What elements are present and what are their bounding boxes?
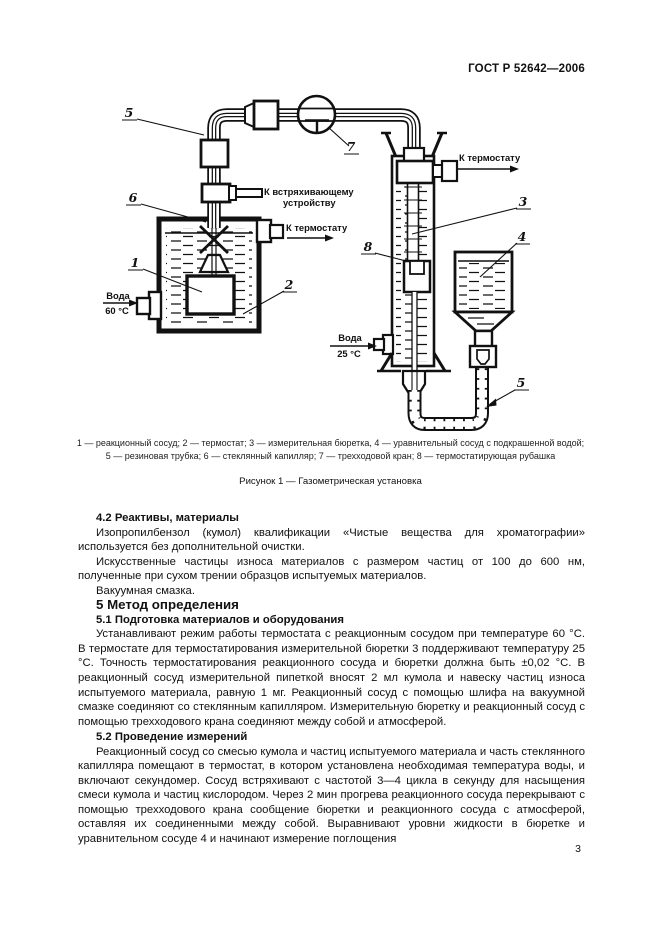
- figure-caption-line1: 1 — реакционный сосуд; 2 — термостат; 3 …: [76, 438, 585, 448]
- figure-diagram: 5 6 7 1 2 3 8 4 5 Вода 60 °С К встряхива…: [0, 0, 661, 434]
- paragraph-5-1-1: Устанавливают режим работы термостата с …: [78, 628, 585, 728]
- to-shaker-line2: устройству: [283, 197, 336, 208]
- rubber-tube-joint: [199, 138, 230, 169]
- figure-caption: 1 — реакционный сосуд; 2 — термостат; 3 …: [30, 437, 631, 462]
- water-25-label: Вода: [338, 332, 362, 343]
- heading-5-1: 5.1 Подготовка материалов и оборудования: [96, 613, 344, 626]
- paragraph-4-2-3: Вакуумная смазка.: [96, 584, 195, 597]
- callout-5b-arrowhead: [486, 398, 497, 407]
- water-60-label: Вода: [106, 290, 130, 301]
- document-body: 4.2 Реактивы, материалы Изопропилбензол …: [78, 511, 585, 847]
- heading-5: 5 Метод определения: [96, 597, 239, 613]
- callout-5a: 5: [125, 105, 134, 120]
- callout-lines: [122, 118, 531, 405]
- water-60-temp: 60 °С: [105, 305, 129, 316]
- heading-5-2: 5.2 Проведение измерений: [96, 731, 248, 744]
- callout-3: 3: [519, 194, 528, 209]
- to-thermostat-jacket-label: К термостату: [459, 152, 521, 163]
- doc-code: ГОСТ Р 52642—2006: [468, 63, 585, 75]
- water-25-temp: 25 °С: [337, 348, 361, 359]
- callout-4: 4: [518, 229, 527, 244]
- figure-caption-line2: 5 — резиновая трубка; 6 — стеклянный кап…: [105, 450, 556, 461]
- figure-title: Рисунок 1 — Газометрическая установка: [239, 476, 422, 487]
- annotation-water-60: Вода 60 °С: [103, 290, 138, 316]
- annotation-to-thermostat-jacket: К термостату: [458, 152, 521, 173]
- glass-joint: [244, 99, 280, 131]
- callout-6: 6: [129, 190, 138, 205]
- heading-4-2: 4.2 Реактивы, материалы: [96, 512, 239, 524]
- annotation-to-thermostat-bath: К термостату: [286, 222, 348, 242]
- rubber-u-tube: [407, 344, 498, 431]
- measuring-burette: [395, 146, 459, 396]
- leveling-vessel: [451, 250, 516, 349]
- page-number: 3: [575, 843, 581, 855]
- callout-5b: 5: [517, 375, 526, 390]
- reaction-vessel: [185, 224, 236, 316]
- callout-1: 1: [131, 255, 140, 270]
- callout-2: 2: [284, 277, 294, 292]
- callout-7: 7: [347, 139, 356, 154]
- annotation-water-25: Вода 25 °С: [330, 332, 377, 359]
- paragraph-4-2-2: Искусственные частицы износа материалов …: [78, 555, 585, 583]
- capillary-holder: [200, 182, 263, 204]
- to-shaker-line1: К встряхивающему: [264, 186, 354, 197]
- to-thermostat-bath-label: К термостату: [286, 222, 348, 233]
- paragraph-5-2-1: Реакционный сосуд со смесью кумола и час…: [78, 745, 585, 846]
- annotation-to-shaker: К встряхивающему устройству: [264, 186, 354, 208]
- callout-8: 8: [364, 239, 373, 254]
- paragraph-4-2-1: Изопропилбензол (кумол) квалификации «Чи…: [78, 526, 585, 554]
- gasometric-setup-schematic: 5 6 7 1 2 3 8 4 5 Вода 60 °С К встряхива…: [103, 94, 531, 431]
- three-way-valve: [296, 94, 337, 135]
